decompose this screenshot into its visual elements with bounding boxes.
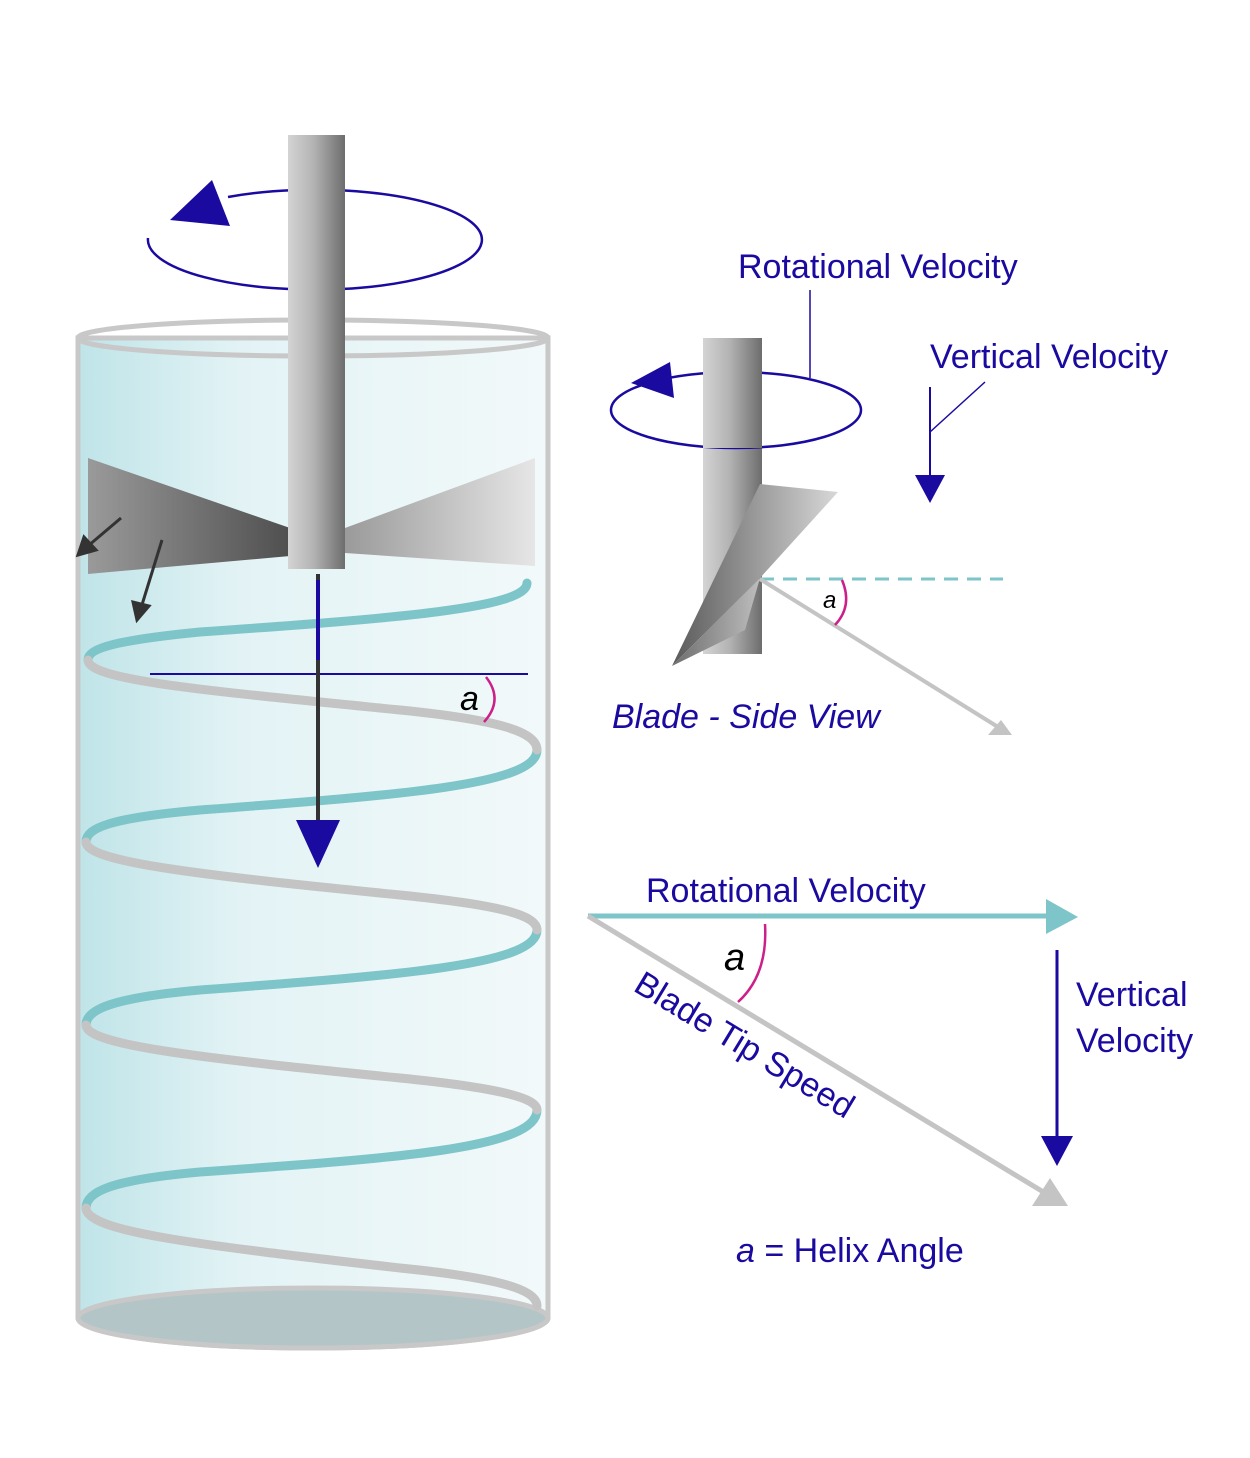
label-rotational-velocity-top: Rotational Velocity (738, 248, 1018, 286)
flow-arrow-head-1 (75, 534, 99, 558)
rotational-velocity-arrowhead (1046, 899, 1078, 934)
blade-side-view: a Rotational Velocity Vertical Velocity … (609, 248, 1168, 736)
blade-tip-speed-vector (586, 913, 1047, 1196)
helix-front-3 (81, 925, 542, 1030)
tank-angle-marker: a (150, 673, 528, 723)
blade-tip-speed-arrowhead (1032, 1178, 1068, 1206)
vertical-flow-arrowhead (296, 820, 340, 868)
side-blade-upper (672, 484, 838, 666)
rotation-ellipse-back (146, 188, 484, 291)
label-vertical-velocity-line1: Vertical (1076, 976, 1188, 1014)
angle-arc-tank (483, 676, 496, 723)
helix-front-1 (83, 578, 532, 665)
helix-back-2 (81, 837, 542, 935)
label-rotational-velocity-bottom: Rotational Velocity (646, 872, 926, 910)
impeller-blade-left (88, 458, 290, 574)
side-blade-direction-line (758, 577, 1000, 729)
helix-flow-path (81, 578, 542, 1311)
helix-back-3 (81, 1020, 542, 1115)
vertical-velocity-arrowhead (1041, 1136, 1073, 1166)
impeller-blade-right (345, 458, 535, 566)
helix-back-4 (81, 1203, 542, 1311)
blade-flow-arrows (75, 516, 164, 624)
helix-front-4 (81, 1105, 542, 1213)
velocity-triangle: a Rotational Velocity Vertical Velocity … (586, 872, 1193, 1206)
flow-arrow-line-1 (87, 516, 122, 548)
vert-velocity-leader-diag (929, 381, 986, 433)
helix-angle-legend: a = Helix Angle (736, 1232, 964, 1270)
helix-back-1 (83, 655, 542, 755)
helix-legend-symbol: a (736, 1232, 755, 1270)
label-vertical-velocity-top: Vertical Velocity (930, 338, 1168, 376)
side-blade-lower (672, 578, 760, 666)
label-blade-tip-speed: Blade Tip Speed (628, 964, 861, 1126)
angle-label-triangle: a (724, 937, 745, 979)
label-blade-side-view: Blade - Side View (612, 698, 882, 736)
angle-label-side: a (823, 587, 836, 614)
tank-bottom (75, 1285, 551, 1351)
side-blade-direction-arrowhead (988, 720, 1012, 735)
side-view-shaft-overlay (703, 338, 762, 448)
rotation-arrowhead-main (170, 180, 230, 226)
flow-arrow-line-2 (139, 539, 164, 609)
angle-arc-triangle (737, 923, 767, 1003)
angle-label-tank: a (460, 680, 479, 718)
helix-front-2 (81, 745, 542, 847)
impeller-shaft-overlay (288, 135, 345, 295)
vert-velocity-arrowhead-side (915, 475, 945, 503)
flow-arrow-head-2 (131, 599, 152, 624)
rotation-arrowhead-side (631, 362, 674, 398)
label-vertical-velocity-line2: Velocity (1076, 1022, 1193, 1060)
helix-legend-text: = Helix Angle (755, 1232, 964, 1270)
rotation-indicator-main (146, 135, 484, 295)
angle-arc-side (834, 579, 848, 626)
